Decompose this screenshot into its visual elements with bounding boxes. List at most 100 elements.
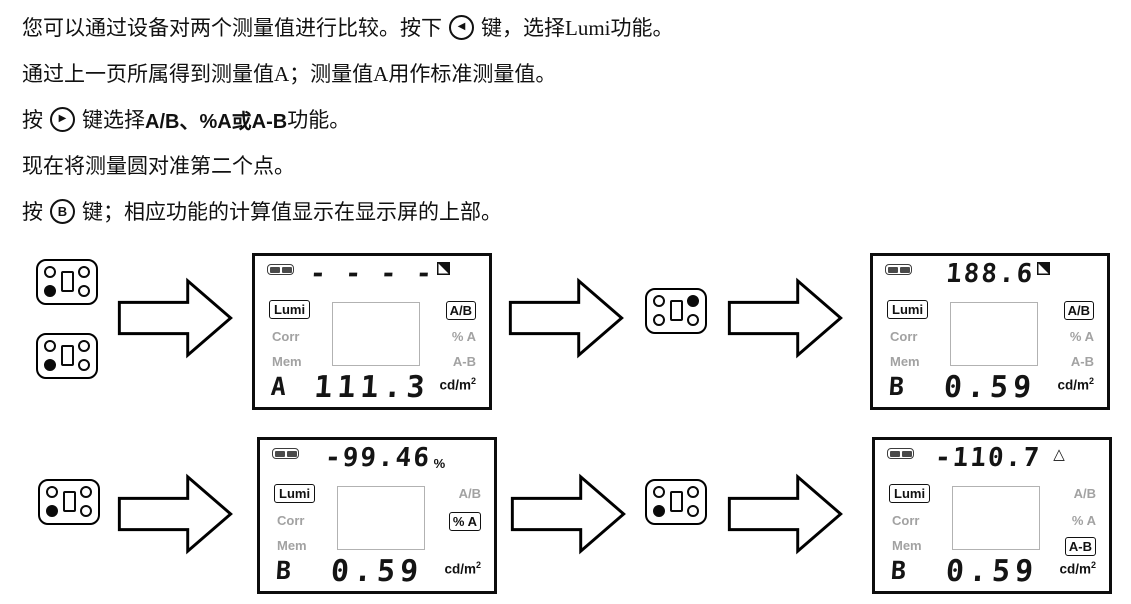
instruction-line-4: 现在将测量圆对准第二个点。 [22, 142, 1082, 188]
lcd-top-value: 188.6 [944, 259, 1036, 289]
line4-text: 现在将测量圆对准第二个点。 [22, 154, 295, 178]
keypad-press-left-key [36, 259, 98, 305]
mode-label-a-minus-b: A-B [452, 354, 476, 369]
circled-left-arrow-icon: ◀ [449, 14, 474, 40]
line1-text2: 键，选择Lumi功能。 [481, 16, 674, 40]
mem-label: Mem [272, 354, 302, 369]
lcd-top-value: -110.7 [934, 443, 1043, 473]
mem-label: Mem [277, 538, 307, 553]
keypad-button-top-right [80, 486, 92, 498]
corr-label: Corr [272, 329, 300, 344]
battery-icon [272, 448, 299, 459]
line3-text3: 功能。 [287, 108, 351, 132]
keypad-button-top-right [78, 266, 90, 278]
mode-label-a-minus-b: A-B [1064, 537, 1096, 556]
mode-label-pct-a: % A [451, 329, 476, 344]
line5-text: 按 [22, 200, 43, 224]
mode-label-pct-a: % A [1069, 329, 1094, 344]
channel-indicator: A [269, 372, 288, 401]
keypad-press-b-key [645, 288, 707, 334]
mode-label-ab: A/B [1073, 486, 1096, 501]
keypad-button-bottom-left [44, 285, 56, 297]
lcd-bottom-value: 0.59 [942, 370, 1038, 405]
instruction-line-1: 您可以通过设备对两个测量值进行比较。按下 ◀ 键，选择Lumi功能。 [22, 4, 1082, 50]
keypad-button-bottom-right [78, 359, 90, 371]
keypad-display-window [63, 491, 76, 512]
line3-text: 按 [22, 108, 43, 132]
line5-text2: 键；相应功能的计算值显示在显示屏的上部。 [82, 200, 502, 224]
lumi-mode-badge: Lumi [274, 484, 316, 503]
channel-indicator: B [887, 372, 906, 401]
keypad-button-top-left [44, 266, 56, 278]
lcd-top-row: -99.46 % [300, 442, 470, 474]
unit-label: cd/m2 [1059, 560, 1096, 577]
mode-label-ab: A/B [1063, 301, 1094, 320]
keypad-button-top-left [46, 486, 58, 498]
mem-label: Mem [892, 538, 922, 553]
keypad-button-top-right [687, 295, 699, 307]
flow-arrow-icon [727, 473, 843, 555]
keypad-button-top-right [687, 486, 699, 498]
keypad-button-top-left [653, 486, 665, 498]
keypad-button-bottom-right [78, 285, 90, 297]
lcd-bottom-value: 0.59 [944, 554, 1040, 589]
keypad-press-right-key [36, 333, 98, 379]
instruction-line-2: 通过上一页所属得到测量值A；测量值A用作标准测量值。 [22, 50, 1082, 96]
line3-text2: 键选择 [82, 108, 145, 132]
lumi-mode-badge: Lumi [269, 300, 311, 319]
circled-right-arrow-icon: ▶ [50, 106, 75, 132]
lumi-mode-badge: Lumi [889, 484, 931, 503]
circled-b-key-icon: B [50, 198, 75, 224]
lcd-top-row: -110.7 △ [915, 442, 1085, 474]
battery-icon [885, 264, 912, 275]
corr-label: Corr [890, 329, 918, 344]
lcd-top-row: 188.6 [913, 258, 1083, 290]
lumi-mode-badge: Lumi [887, 300, 929, 319]
channel-indicator: B [274, 556, 293, 585]
keypad-button-bottom-right [687, 314, 699, 326]
mode-label-pct-a: % A [448, 512, 481, 531]
keypad-display-window [670, 491, 683, 512]
corr-label: Corr [277, 513, 305, 528]
lcd-bottom-value: 0.59 [329, 554, 425, 589]
lcd-top-value: - - - - [309, 259, 435, 289]
mode-label-pct-a: % A [1071, 513, 1096, 528]
keypad-display-window [670, 300, 683, 321]
keypad-button-bottom-left [44, 359, 56, 371]
flow-arrow-icon [117, 473, 233, 555]
corr-label: Corr [892, 513, 920, 528]
measurement-window [950, 302, 1038, 366]
unit-label: cd/m2 [444, 560, 481, 577]
line2-text: 通过上一页所属得到测量值A；测量值A用作标准测量值。 [22, 62, 557, 86]
lcd-bottom-value: 111.3 [313, 370, 431, 405]
lcd-top-value: -99.46 [323, 443, 432, 473]
flow-arrow-icon [508, 277, 624, 359]
measurement-window [337, 486, 425, 550]
lcd-display-pct-a-result: -99.46 % Lumi Corr Mem B 0.59 A/B % A cd… [257, 437, 497, 594]
keypad-button-bottom-left [653, 314, 665, 326]
flow-arrow-icon [727, 277, 843, 359]
keypad-button-top-right [78, 340, 90, 352]
measurement-window [952, 486, 1040, 550]
keypad-display-window [61, 271, 74, 292]
unit-label: cd/m2 [439, 376, 476, 393]
percent-suffix: % [433, 456, 446, 471]
flow-arrow-icon [117, 277, 233, 359]
battery-icon [267, 264, 294, 275]
lcd-top-row: - - - - [295, 258, 465, 290]
half-filled-square-icon [1037, 262, 1051, 275]
mode-label-ab: A/B [458, 486, 481, 501]
keypad-button-bottom-left [653, 505, 665, 517]
half-filled-square-icon [436, 262, 450, 275]
mem-label: Mem [890, 354, 920, 369]
keypad-button-bottom-left [46, 505, 58, 517]
unit-label: cd/m2 [1057, 376, 1094, 393]
mode-label-ab: A/B [445, 301, 476, 320]
measurement-window [332, 302, 420, 366]
line1-text: 您可以通过设备对两个测量值进行比较。按下 [22, 16, 442, 40]
keypad-button-top-left [44, 340, 56, 352]
